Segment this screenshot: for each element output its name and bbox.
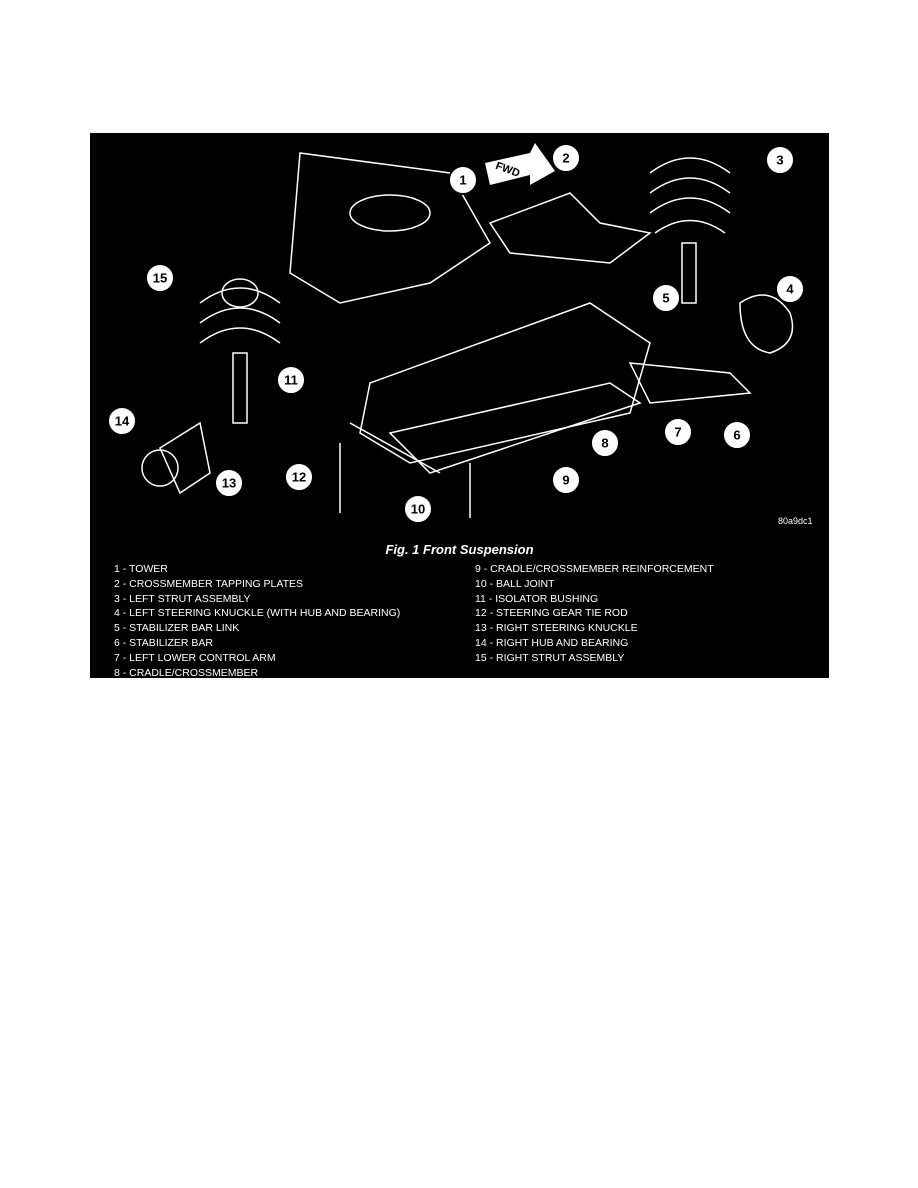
legend-item: 11 - ISOLATOR BUSHING xyxy=(475,592,599,605)
legend-item: 10 - BALL JOINT xyxy=(475,577,555,590)
left-knuckle-drawing xyxy=(739,294,794,354)
svg-text:5: 5 xyxy=(662,291,669,306)
svg-text:2: 2 xyxy=(562,151,569,166)
svg-text:3: 3 xyxy=(776,153,783,168)
svg-text:15: 15 xyxy=(153,271,167,286)
legend-item: 4 - LEFT STEERING KNUCKLE (WITH HUB AND … xyxy=(114,607,401,620)
callout-8: 8 xyxy=(590,428,620,458)
legend-item: 7 - LEFT LOWER CONTROL ARM xyxy=(114,651,276,664)
legend-item: 6 - STABILIZER BAR xyxy=(114,636,213,649)
callout-15: 15 xyxy=(145,263,175,293)
cradle-drawing xyxy=(359,302,651,464)
svg-text:14: 14 xyxy=(115,414,130,429)
legend-item: 8 - CRADLE/CROSSMEMBER xyxy=(114,666,259,678)
svg-text:8: 8 xyxy=(601,436,608,451)
left-strut-spring xyxy=(649,157,731,234)
svg-text:1: 1 xyxy=(459,173,466,188)
figure-caption: Fig. 1 Front Suspension xyxy=(385,542,534,557)
right-knuckle-drawing xyxy=(159,421,211,495)
legend-item: 15 - RIGHT STRUT ASSEMBLY xyxy=(475,651,625,664)
callout-2: 2 xyxy=(551,143,581,173)
callout-6: 6 xyxy=(722,420,752,450)
callout-3: 3 xyxy=(765,145,795,175)
svg-text:7: 7 xyxy=(674,425,681,440)
callout-13: 13 xyxy=(214,468,244,498)
tapping-plates-drawing xyxy=(488,192,652,264)
callout-9: 9 xyxy=(551,465,581,495)
callout-11: 11 xyxy=(276,365,306,395)
svg-text:10: 10 xyxy=(411,502,425,517)
callout-7: 7 xyxy=(663,417,693,447)
svg-text:12: 12 xyxy=(292,470,306,485)
legend-item: 9 - CRADLE/CROSSMEMBER REINFORCEMENT xyxy=(475,563,714,575)
callout-4: 4 xyxy=(775,274,805,304)
callout-10: 10 xyxy=(403,494,433,524)
legend-item: 13 - RIGHT STEERING KNUCKLE xyxy=(475,622,638,635)
svg-text:9: 9 xyxy=(562,473,569,488)
callout-1: 1 xyxy=(448,165,478,195)
figure-code: 80a9dc1 xyxy=(778,516,813,526)
svg-text:13: 13 xyxy=(222,476,236,491)
legend-item: 3 - LEFT STRUT ASSEMBLY xyxy=(114,592,251,605)
svg-text:11: 11 xyxy=(284,373,298,388)
legend-item: 1 - TOWER xyxy=(114,563,168,575)
svg-text:6: 6 xyxy=(733,428,740,443)
right-strut-spring xyxy=(199,287,281,344)
legend-right: 9 - CRADLE/CROSSMEMBER REINFORCEMENT 10 -… xyxy=(475,562,714,666)
legend-item: 5 - STABILIZER BAR LINK xyxy=(114,622,240,635)
legend-item: 2 - CROSSMEMBER TAPPING PLATES xyxy=(114,577,304,590)
callout-14: 14 xyxy=(107,406,137,436)
callout-5: 5 xyxy=(651,283,681,313)
callout-12: 12 xyxy=(284,462,314,492)
legend-left: 1 - TOWER 2 - CROSSMEMBER TAPPING PLATES 3… xyxy=(114,562,400,678)
legend-item: 14 - RIGHT HUB AND BEARING xyxy=(475,636,629,649)
control-arm-drawing xyxy=(628,362,752,404)
fwd-arrow: FWD xyxy=(485,143,555,185)
legend-item: 12 - STEERING GEAR TIE ROD xyxy=(475,607,628,620)
svg-text:4: 4 xyxy=(786,282,794,297)
